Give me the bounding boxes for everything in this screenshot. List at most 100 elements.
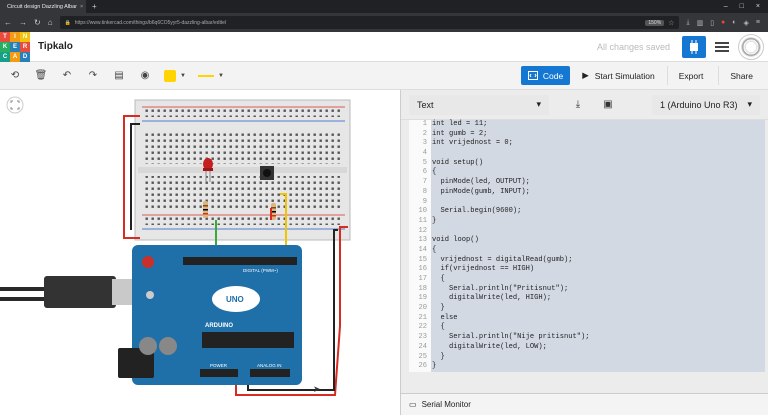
export-button[interactable]: Export (666, 66, 715, 85)
code-button-label: Code (542, 70, 564, 81)
line-number: 9 (409, 197, 431, 208)
toolbar-actions: Code ▶ Start Simulation Export Share (520, 66, 768, 85)
code-line[interactable]: 18 Serial.println("Pritisnut"); (409, 284, 765, 295)
device-select[interactable]: 1 (Arduino Uno R3) ▾ (652, 94, 760, 115)
share-button[interactable]: Share (718, 66, 764, 85)
code-line[interactable]: 8 pinMode(gumb, INPUT); (409, 187, 765, 198)
wire-yellow[interactable] (280, 193, 287, 255)
breadboard[interactable] (134, 99, 351, 241)
delete-icon[interactable]: 🗑 (34, 70, 48, 81)
code-text: } (431, 352, 765, 363)
forward-icon[interactable]: → (19, 18, 27, 27)
zoom-indicator[interactable]: 150% (645, 19, 665, 26)
extension-2-icon[interactable]: ◈ (743, 19, 749, 27)
component-list-button[interactable] (710, 36, 734, 58)
circuit-view-button[interactable] (682, 35, 706, 58)
power-header (200, 369, 238, 377)
push-button[interactable] (260, 166, 274, 180)
extension-icon[interactable]: ● (721, 18, 726, 26)
window-controls: – □ × (724, 3, 768, 10)
tinkercad-logo[interactable]: T I N K E R C A D (0, 31, 30, 62)
line-number: 5 (409, 158, 431, 169)
save-status: All changes saved (596, 41, 670, 52)
back-icon[interactable]: ← (4, 18, 12, 27)
redo-icon[interactable]: ↷ (88, 70, 98, 81)
arduino-board[interactable]: DIGITAL (PWM~) UNO ARDUINO POWER ANALOG … (118, 245, 302, 385)
code-line[interactable]: 9 (409, 197, 765, 208)
line-number: 19 (409, 294, 431, 305)
notes-icon[interactable]: ▤ (114, 70, 124, 81)
minimize-icon[interactable]: – (723, 3, 728, 10)
wire-black[interactable] (247, 229, 338, 391)
start-simulation-button[interactable]: ▶ Start Simulation (574, 66, 663, 85)
wire-type-picker[interactable] (197, 74, 214, 77)
resistor[interactable] (203, 201, 208, 218)
code-line[interactable]: 11} (409, 216, 765, 227)
home-icon[interactable]: ⌂ (47, 18, 53, 27)
serial-monitor-bar[interactable]: ▭ Serial Monitor (401, 393, 768, 415)
address-bar[interactable]: 🔒 https://www.tinkercad.com/things/b6q6C… (59, 16, 680, 29)
user-avatar[interactable] (738, 33, 764, 60)
code-mode-select[interactable]: Text ▾ (409, 94, 549, 115)
wires[interactable] (123, 115, 348, 396)
code-line[interactable]: 12 (409, 226, 765, 237)
code-line[interactable]: 25 } (409, 352, 765, 363)
wire-black[interactable] (130, 123, 140, 230)
code-line[interactable]: 7 pinMode(led, OUTPUT); (409, 178, 765, 188)
code-text: pinMode(gumb, INPUT); (431, 187, 765, 198)
download-code-icon[interactable]: ⤓ (575, 99, 581, 110)
wire-red[interactable] (123, 115, 140, 239)
bookmark-star-icon[interactable]: ☆ (668, 19, 675, 27)
code-text: else (431, 313, 765, 324)
code-line[interactable]: 4 (409, 149, 765, 159)
new-tab-icon[interactable]: + (92, 2, 97, 11)
code-line[interactable]: 22 { (409, 323, 765, 334)
fit-view-icon[interactable] (6, 96, 24, 114)
code-line[interactable]: 20 } (409, 304, 765, 314)
rotate-icon[interactable]: ⟲ (10, 70, 20, 81)
download-icon[interactable]: ⤓ (686, 18, 690, 26)
resistor[interactable] (271, 203, 276, 220)
code-line[interactable]: 17 { (409, 275, 765, 285)
libraries-icon[interactable]: ▣ (603, 99, 613, 110)
library-icon[interactable]: ▥ (696, 19, 704, 27)
close-tab-icon[interactable]: × (80, 3, 84, 10)
reset-button[interactable] (142, 256, 154, 268)
maximize-icon[interactable]: □ (739, 3, 744, 10)
sidebar-icon[interactable]: ▯ (710, 19, 715, 27)
color-picker[interactable] (164, 69, 176, 82)
mouse-cursor-icon: ➤ (313, 384, 321, 394)
code-line[interactable]: 19 digitalWrite(led, HIGH); (409, 294, 765, 305)
chevron-down-icon[interactable]: ▼ (180, 72, 186, 79)
project-name[interactable]: Tipkalo (38, 41, 73, 52)
chevron-down-icon[interactable]: ▼ (217, 72, 224, 79)
code-line[interactable]: 23 Serial.println("Nije pritisnut"); (409, 333, 765, 343)
reload-icon[interactable]: ↻ (34, 18, 41, 27)
visibility-icon[interactable]: ◉ (140, 70, 150, 81)
wire-red[interactable] (235, 226, 348, 396)
code-text: int led = 11; (431, 120, 765, 130)
code-line[interactable]: 10 Serial.begin(9600); (409, 207, 765, 217)
code-line[interactable]: 16 if(vrijednost == HIGH) (409, 265, 765, 275)
code-line[interactable]: 26} (409, 362, 765, 372)
code-line[interactable]: 6{ (409, 168, 765, 179)
code-button[interactable]: Code (520, 66, 571, 85)
code-line[interactable]: 15 vrijednost = digitalRead(gumb); (409, 255, 765, 266)
led[interactable] (203, 158, 213, 182)
menu-icon[interactable]: ≡ (755, 18, 760, 26)
code-line[interactable]: 24 digitalWrite(led, LOW); (409, 342, 765, 353)
account-icon[interactable]: ◐ (732, 18, 737, 26)
code-line[interactable]: 14{ (409, 245, 765, 256)
circuit-canvas[interactable]: DIGITAL (PWM~) UNO ARDUINO POWER ANALOG … (0, 90, 400, 415)
code-line[interactable]: 21 else (409, 313, 765, 324)
close-window-icon[interactable]: × (755, 3, 760, 10)
undo-icon[interactable]: ↶ (62, 70, 72, 81)
browser-tab[interactable]: Circuit design Dazzling Albar × (0, 0, 86, 13)
